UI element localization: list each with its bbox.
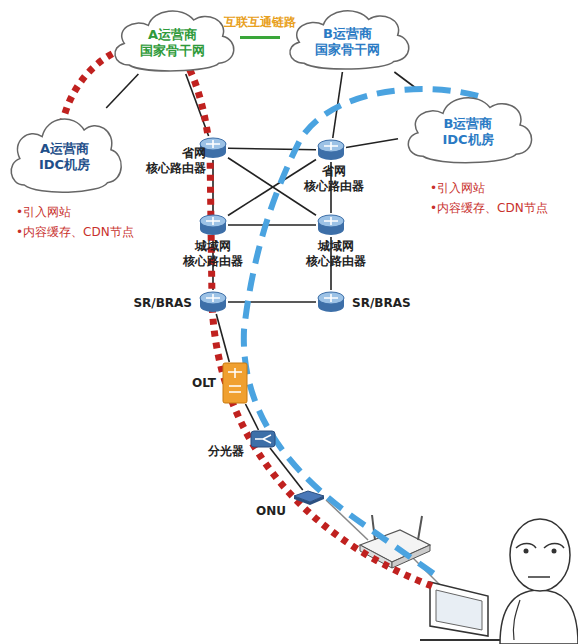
head <box>510 519 570 591</box>
cloud-outline <box>11 119 121 192</box>
router-arrows <box>324 142 338 150</box>
device-node: 省网 核心路由器 <box>316 138 346 162</box>
device-label: 城域网 核心路由器 <box>168 239 258 269</box>
network-link <box>216 314 229 362</box>
desk <box>420 639 500 641</box>
device-node: SR/BRAS <box>316 290 346 314</box>
network-link <box>228 224 316 226</box>
router-arrows <box>324 217 338 225</box>
router-icon <box>316 138 346 162</box>
note-text: •引入网站 <box>430 180 485 197</box>
device-label: ONU <box>240 504 286 519</box>
mouth <box>528 576 550 578</box>
olt-icon <box>222 362 248 404</box>
screen <box>436 590 482 630</box>
device-label: 城域网 核心路由器 <box>291 239 381 269</box>
person <box>500 519 578 644</box>
router-arrows <box>206 140 220 148</box>
router-icon <box>198 290 228 314</box>
network-link <box>270 448 303 490</box>
olt-mark <box>228 368 242 392</box>
network-link <box>228 301 316 303</box>
arm <box>513 600 520 640</box>
eye <box>524 549 529 554</box>
router-top <box>200 215 226 227</box>
interconnect-link <box>240 36 280 39</box>
device-node: ONU <box>292 490 326 506</box>
antenna <box>372 515 375 540</box>
device-node: 分光器 <box>250 430 276 448</box>
device-label: OLT <box>166 376 216 391</box>
splitter-icon <box>250 430 276 448</box>
device-label: 分光器 <box>188 444 244 459</box>
splitter-mark <box>255 435 271 443</box>
router-arrows <box>206 217 220 225</box>
device-node: 省网 核心路由器 <box>198 136 228 160</box>
device-label: 省网 核心路由器 <box>294 164 374 194</box>
router-icon <box>316 290 346 314</box>
network-link <box>333 72 343 138</box>
onu-icon <box>292 490 326 506</box>
monitor <box>430 582 488 636</box>
cable <box>410 555 440 585</box>
device-node: OLT <box>222 362 248 404</box>
network-link <box>394 72 415 88</box>
edge-label: 互联互通链路 <box>224 14 296 31</box>
network-cloud: B运营商 IDC机房 <box>398 88 538 166</box>
note-text: •内容缓存、CDN节点 <box>430 200 548 217</box>
network-link <box>246 404 259 430</box>
network-link <box>228 158 316 215</box>
network-link <box>186 74 209 136</box>
router-arrows <box>324 294 338 302</box>
computer <box>420 582 500 640</box>
router-top <box>200 292 226 304</box>
wifi-router <box>360 515 430 568</box>
router-icon <box>198 213 228 237</box>
network-link <box>228 148 316 149</box>
device-node: SR/BRAS <box>198 290 228 314</box>
olt-body <box>223 363 247 403</box>
network-link <box>346 139 398 148</box>
cloud-label: B运营商 IDC机房 <box>428 116 509 148</box>
network-cloud: A运营商 IDC机房 <box>2 108 127 196</box>
network-cloud: A运营商 国家骨干网 <box>105 2 240 74</box>
cloud-outline <box>290 11 409 69</box>
eyelid <box>544 544 564 549</box>
cable <box>326 500 368 540</box>
cloud-label: A运营商 国家骨干网 <box>132 27 213 59</box>
router-top <box>318 215 344 227</box>
network-link <box>106 74 138 108</box>
note-text: •内容缓存、CDN节点 <box>16 224 134 241</box>
device-node: 城域网 核心路由器 <box>316 213 346 237</box>
note-text: •引入网站 <box>16 204 71 221</box>
cloud-outline <box>115 11 234 71</box>
device-label: SR/BRAS <box>352 296 442 311</box>
router-top <box>318 292 344 304</box>
device-label: 省网 核心路由器 <box>126 146 206 176</box>
a-operator-path <box>62 44 432 586</box>
eyelid <box>516 544 536 549</box>
network-link <box>212 160 214 213</box>
body <box>500 590 578 644</box>
device-node: 城域网 核心路由器 <box>198 213 228 237</box>
router-icon <box>316 213 346 237</box>
cloud-outline <box>408 98 531 163</box>
network-link <box>228 160 316 216</box>
router-arrows <box>206 294 220 302</box>
network-cloud: B运营商 国家骨干网 <box>280 2 415 72</box>
eye <box>552 549 557 554</box>
router-side <box>360 545 392 568</box>
router-top <box>318 140 344 152</box>
router-side <box>392 545 430 568</box>
cloud-label: A运营商 IDC机房 <box>24 141 105 173</box>
splitter-body <box>251 431 275 447</box>
cloud-label: B运营商 国家骨干网 <box>307 26 388 58</box>
antenna <box>418 516 422 540</box>
onu-side <box>294 496 324 505</box>
device-label: SR/BRAS <box>108 296 192 311</box>
